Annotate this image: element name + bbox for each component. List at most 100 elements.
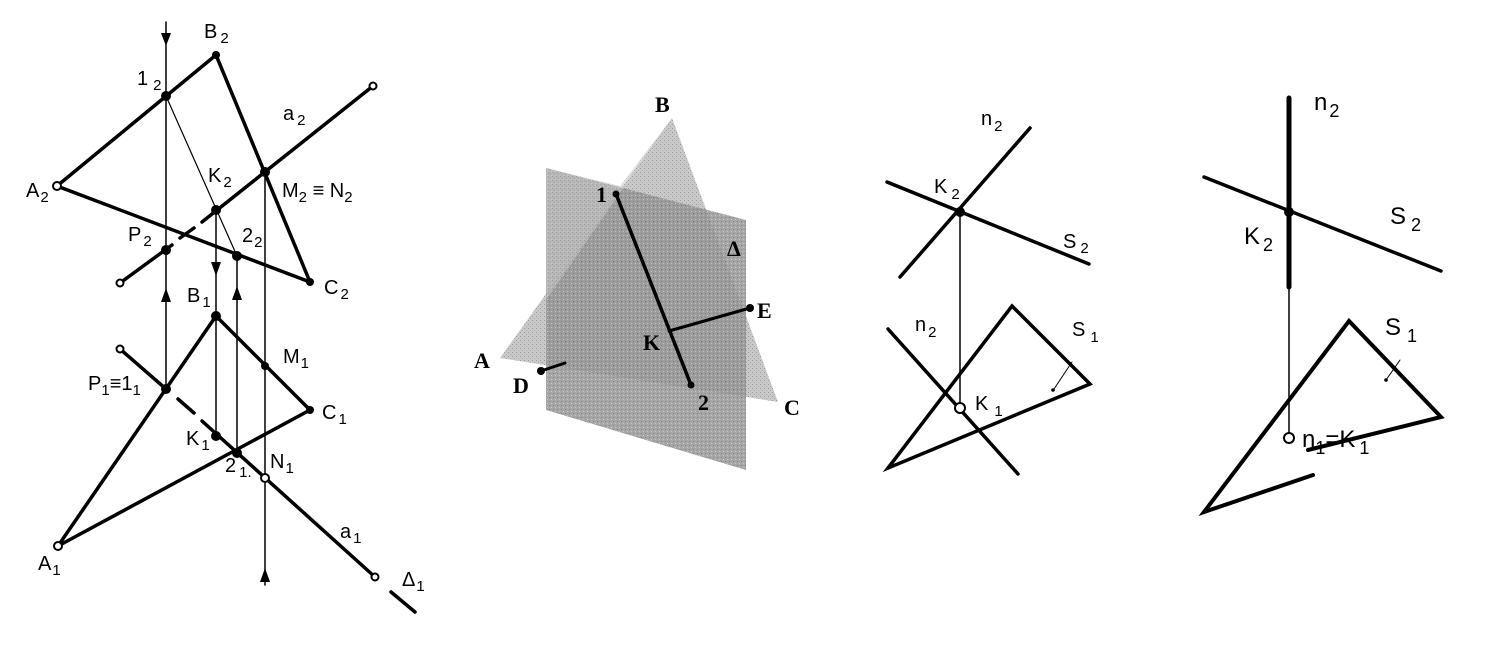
- s1-leader: [1385, 359, 1401, 381]
- line-d: [539, 361, 567, 373]
- label-delta1: Δ1: [402, 569, 425, 595]
- label-k: K: [643, 330, 660, 355]
- label-n1: N1: [270, 451, 294, 477]
- line-s2: [885, 180, 1091, 266]
- point-a2: [52, 181, 62, 191]
- point-1: [612, 190, 620, 198]
- point-a1: [53, 541, 63, 551]
- arrow-down-icon: [161, 33, 171, 46]
- label-a1-vertex: A1: [38, 553, 61, 579]
- figure-2-perspective: B 1 Δ E K A D 2 C: [474, 92, 800, 470]
- point-m1: [261, 362, 269, 370]
- a1-end-point: [370, 572, 380, 582]
- label-1: 1: [596, 182, 607, 207]
- triangle-s1: [1198, 317, 1445, 516]
- line-a1-dash: [176, 397, 196, 415]
- point-c1: [306, 406, 314, 414]
- line-n2-upper: [898, 126, 1032, 279]
- s1-leader-dot: [1051, 388, 1055, 392]
- point-d: [537, 367, 545, 375]
- label-m2-n2: M2 ≡ N2: [282, 180, 353, 206]
- point-2-1: [232, 448, 242, 458]
- plane-delta: [546, 168, 746, 470]
- line-a1-upper: [118, 347, 168, 391]
- line-n2-lower: [886, 327, 1020, 476]
- point-n1: [260, 473, 270, 483]
- delta1-trace: [389, 590, 417, 614]
- point-k2: [955, 207, 965, 217]
- s1-leader: [1053, 361, 1073, 390]
- point-1-2: [161, 91, 171, 101]
- arrow-up-icon: [232, 286, 242, 300]
- label-2-2: 22: [242, 225, 262, 251]
- a1-end-point: [115, 344, 125, 354]
- line-a1-lower: [200, 419, 377, 579]
- s1-leader-dot: [1384, 378, 1388, 382]
- a2-end-point: [368, 81, 378, 91]
- point-p1: [161, 384, 171, 394]
- plane-overlap: [546, 118, 672, 300]
- label-e: E: [757, 298, 772, 323]
- point-k2: [1284, 207, 1294, 217]
- triangle-abc-1: [56, 313, 313, 548]
- point-b2: [212, 51, 220, 59]
- label-2: 2: [698, 390, 709, 415]
- arrow-down-icon: [211, 262, 221, 276]
- point-2-2: [232, 251, 242, 261]
- point-k1: [211, 431, 221, 441]
- point-e: [746, 304, 754, 312]
- label-delta: Δ: [727, 236, 741, 261]
- label-d: D: [513, 373, 529, 398]
- label-b: B: [655, 92, 670, 117]
- label-a: A: [474, 348, 490, 373]
- line-1-2-perspective: [614, 192, 693, 387]
- line-k-e: [667, 306, 752, 333]
- label-a2-vertex: A2: [26, 180, 49, 206]
- arrow-up-icon: [260, 568, 270, 582]
- line-s2: [1202, 175, 1443, 273]
- point-k2: [211, 205, 221, 215]
- label-p1-1: P1≡11: [88, 373, 141, 399]
- point-p2: [161, 245, 171, 255]
- line-a2-upper: [200, 84, 375, 224]
- point-n1-k1: [1283, 432, 1295, 444]
- point-b1: [211, 311, 221, 321]
- a2-end-point: [115, 278, 125, 288]
- arrow-up-icon: [161, 288, 171, 302]
- point-m2: [260, 167, 270, 177]
- point-k1: [954, 402, 966, 414]
- line-a2-dash: [178, 226, 196, 240]
- point-c2: [306, 278, 314, 286]
- triangle-s1: [882, 303, 1094, 473]
- point-2: [687, 381, 695, 389]
- label-m1: M1: [283, 346, 309, 372]
- line-1-2: [165, 95, 238, 257]
- label-c: C: [784, 395, 800, 420]
